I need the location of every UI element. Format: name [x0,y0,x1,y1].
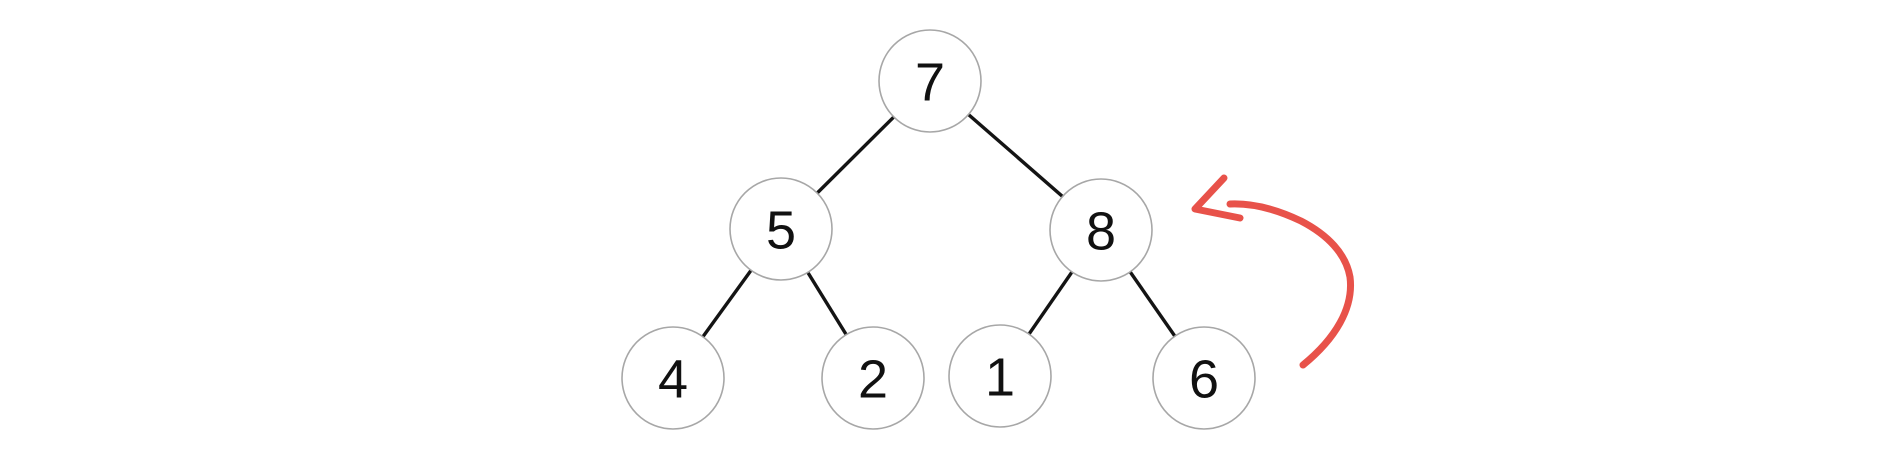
diagram-svg: 7 5 8 4 2 1 6 [40,16,1878,460]
node-label-2: 2 [858,349,888,409]
red-arrow-annotation [1191,174,1355,369]
tree-node-5: 5 [729,177,833,281]
tree-node-7: 7 [878,29,982,133]
tree-node-1: 1 [948,324,1052,428]
node-circle-8 [1049,178,1153,282]
red-arrow-curve [1226,200,1355,369]
node-label-8: 8 [1086,201,1116,261]
tree-node-8: 8 [1049,178,1153,282]
node-label-4: 4 [658,349,688,409]
node-circle-7 [878,29,982,133]
node-label-5: 5 [766,200,796,260]
node-circle-4 [621,326,725,430]
tree-node-6: 6 [1152,326,1256,430]
tree-node-2: 2 [821,326,925,430]
node-label-1: 1 [985,347,1015,407]
node-label-6: 6 [1189,349,1219,409]
tree-node-4: 4 [621,326,725,430]
red-arrow-head-icon [1191,174,1244,222]
node-circle-6 [1152,326,1256,430]
node-circle-2 [821,326,925,430]
node-circle-5 [729,177,833,281]
binary-tree-diagram: 7 5 8 4 2 1 6 [40,16,1878,460]
node-label-7: 7 [915,52,945,112]
node-circle-1 [948,324,1052,428]
tree-nodes: 7 5 8 4 2 1 6 [621,29,1256,430]
